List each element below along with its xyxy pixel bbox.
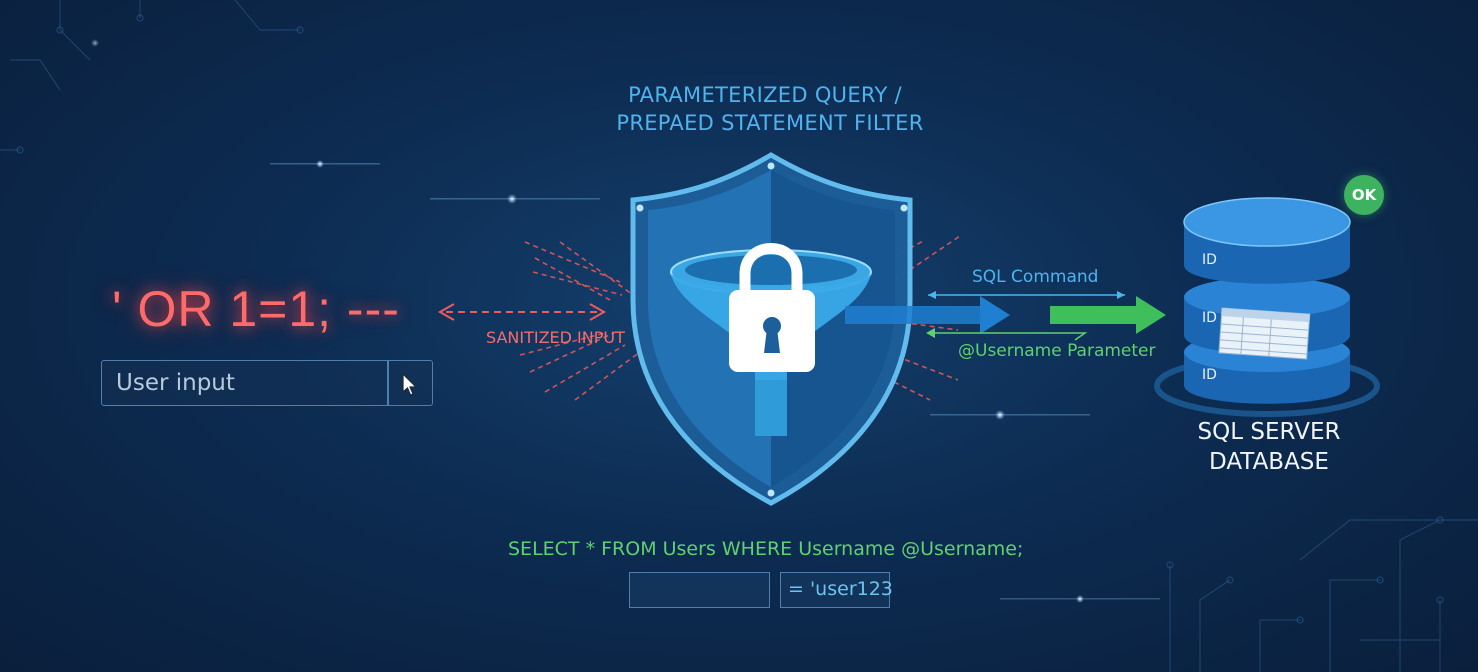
cursor-icon bbox=[402, 373, 418, 396]
light-streaks bbox=[91, 39, 1160, 603]
parameter-arrow bbox=[926, 296, 1166, 341]
db-layer-label: ID bbox=[1202, 310, 1217, 326]
sql-command-arrow bbox=[845, 291, 1125, 334]
injection-string: ' OR 1=1; --- bbox=[112, 281, 400, 337]
sql-statement: SELECT * FROM Users WHERE Username @User… bbox=[508, 538, 1024, 560]
database-title-line-1: SQL SERVER bbox=[1197, 419, 1341, 445]
user-input-label: User input bbox=[116, 370, 235, 396]
db-layer-label: ID bbox=[1202, 252, 1217, 268]
diagram-title-line-1: PARAMETERIZED QUERY / bbox=[628, 83, 902, 107]
ok-status-badge: OK bbox=[1344, 175, 1384, 215]
database-icon bbox=[1154, 197, 1380, 417]
database-title-line-2: DATABASE bbox=[1209, 449, 1329, 475]
blocked-input-arrow bbox=[437, 303, 607, 321]
input-divider bbox=[387, 361, 389, 405]
user-input-field[interactable]: User input bbox=[101, 360, 433, 406]
parameter-value-box: = 'user123 bbox=[780, 572, 893, 608]
db-layer-label: ID bbox=[1202, 367, 1217, 383]
parameter-placeholder-box bbox=[629, 572, 770, 608]
padlock-icon bbox=[729, 243, 815, 372]
sanitized-input-label: SANITIZED INPUT bbox=[486, 328, 625, 347]
diagram-title-line-2: PREPAED STATEMENT FILTER bbox=[616, 111, 924, 135]
sql-command-label: SQL Command bbox=[972, 267, 1099, 287]
username-parameter-label: @Username Parameter bbox=[958, 341, 1156, 361]
